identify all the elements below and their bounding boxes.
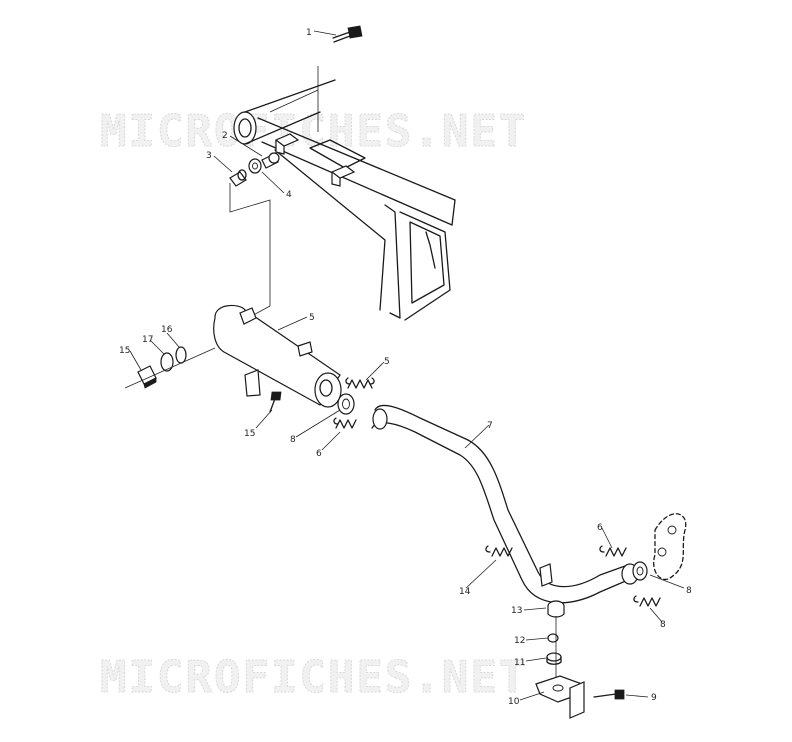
grommet-13-icon	[547, 600, 565, 618]
callout-11: 11	[514, 658, 525, 668]
bolt-15-icon	[269, 391, 282, 413]
bushing-11-icon	[546, 652, 562, 665]
callout-2: 2	[222, 131, 228, 141]
callout-7: 7	[487, 421, 493, 431]
callout-16: 16	[161, 325, 173, 335]
frame-assembly	[233, 79, 456, 321]
callout-6-spring: 6	[316, 449, 322, 459]
spring-8-right-icon	[633, 595, 661, 607]
callout-4: 4	[286, 190, 292, 200]
watermark-bottom: MICROFICHES.NET	[100, 652, 527, 703]
callout-13: 13	[511, 606, 522, 616]
bracket-10-icon	[535, 675, 585, 719]
nut-15-icon	[137, 365, 157, 389]
callout-6-right: 6	[597, 523, 603, 533]
washer-4-icon	[248, 158, 262, 174]
callout-1: 1	[306, 28, 312, 38]
callout-8-gasket: 8	[290, 435, 296, 445]
muffler-icon	[213, 304, 342, 408]
spring-upper-icon	[345, 377, 375, 389]
gasket-8-icon	[337, 393, 355, 415]
callout-8-gasket-right: 8	[686, 586, 692, 596]
exhaust-pipe-icon	[371, 404, 639, 604]
gasket-8-right-icon	[632, 561, 648, 581]
callout-14: 14	[459, 587, 471, 597]
callout-9: 9	[651, 693, 657, 703]
callout-8-spring-right: 8	[660, 620, 666, 630]
callout-15-bolt: 15	[244, 429, 255, 439]
cylinder-head-flange	[653, 513, 687, 580]
clamp-12-icon	[547, 633, 559, 643]
bolt-1-icon	[332, 25, 363, 43]
bushing-3-icon	[229, 169, 247, 187]
bolt-9-icon	[593, 689, 625, 700]
callout-12: 12	[514, 636, 525, 646]
callout-5-spring: 5	[384, 357, 390, 367]
callout-10: 10	[508, 697, 520, 707]
callout-15-nut: 15	[119, 346, 130, 356]
grommet-2-icon	[261, 152, 280, 169]
watermark-top: MICROFICHES.NET	[100, 106, 527, 157]
washer-16-icon	[175, 346, 187, 364]
spring-lower-icon	[333, 417, 357, 429]
callout-3: 3	[206, 151, 212, 161]
callout-17: 17	[142, 335, 153, 345]
spring-14-icon	[485, 545, 513, 557]
callout-5-muffler: 5	[309, 313, 315, 323]
spring-6-right-icon	[599, 545, 627, 557]
washer-17-icon	[160, 352, 174, 372]
